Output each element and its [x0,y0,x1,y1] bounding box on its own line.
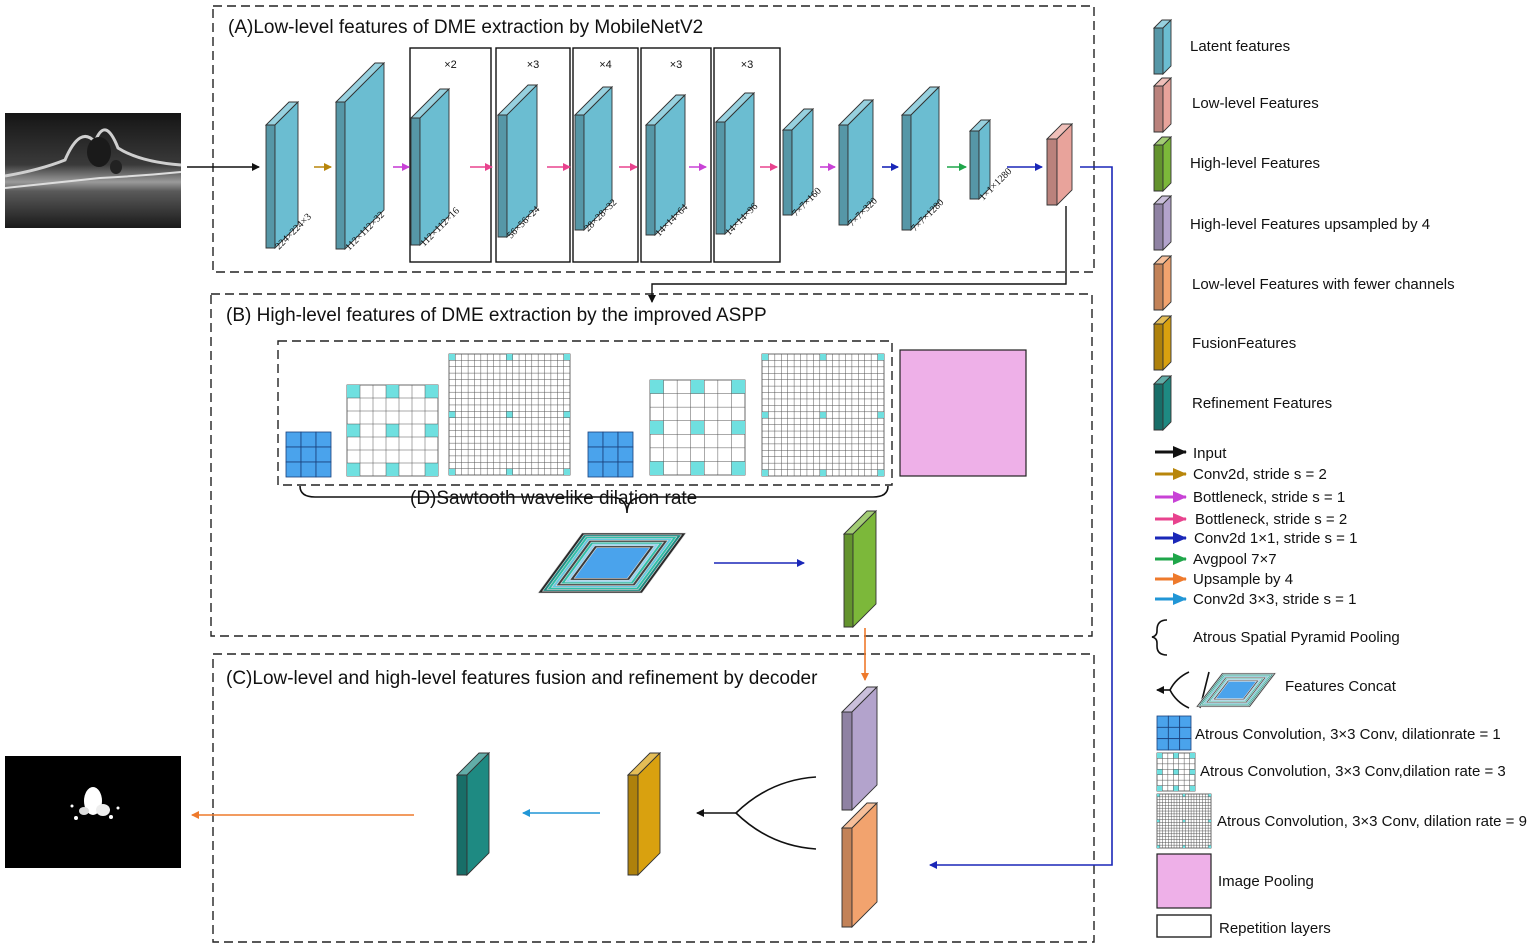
encoder-block-9 [837,98,875,227]
repetition-count: ×3 [670,59,683,71]
legend-low-label: Low-level Features [1192,95,1319,112]
legend-arrow-bottleneck-s2: Bottleneck, stride s = 2 [1195,511,1347,528]
legend-atrous9-swatch [1156,793,1212,849]
section-a-frame [212,5,1095,273]
legend-rep-label: Repetition layers [1219,920,1331,937]
section-c-frame [212,653,1095,943]
legend-latent-swatch [1152,18,1173,76]
legend-high-label: High-level Features [1190,155,1320,172]
legend-refine-swatch [1152,374,1173,432]
encoder-block-8 [781,107,815,217]
high-level-slab [842,509,878,629]
skip-connection-arrow [929,166,1113,869]
concat-brace [734,776,817,850]
encoder-block-2 [334,61,386,251]
legend-atrous1-swatch [1156,715,1192,751]
legend-arrow-conv1x1: Conv2d 1×1, stride s = 1 [1194,530,1357,547]
section-b-title: (B) High-level features of DME extractio… [226,305,767,326]
legend-concat-brace-icon [1169,671,1190,709]
legend-low_few-swatch [1152,254,1173,312]
refinement-block [455,751,491,877]
output-mask-image [5,756,181,868]
atrous-rate1-grid-2 [587,431,634,478]
legend-concat-label: Features Concat [1285,678,1397,695]
legend-high-up-label: High-level Features upsampled by 4 [1190,216,1430,233]
low-level-feature-block [1045,122,1074,207]
legend-latent-label: Latent features [1190,38,1290,55]
legend-high-swatch [1152,135,1173,193]
atrous-rate3-grid-2 [649,379,746,476]
legend: Latent features Low-level Features High-… [1151,18,1527,938]
input-oct-image [4,113,182,228]
encoder-block-1 [264,100,300,250]
legend-atrous3-label: Atrous Convolution, 3×3 Conv,dilation ra… [1200,763,1506,780]
repetition-count: ×2 [444,59,457,71]
legend-high_up-swatch [1152,194,1173,252]
low-to-aspp-connector [648,206,1067,303]
encoder-block-3 [409,87,451,247]
encoder-block-10 [900,85,941,232]
encoder-block-11 [968,118,992,201]
legend-arrow-bottleneck-s1: Bottleneck, stride s = 1 [1193,489,1345,506]
high-level-feature-block [842,509,878,629]
repetition-count: ×4 [599,59,612,71]
atrous-rate9-grid-2 [761,353,885,477]
legend-atrous1-label: Atrous Convolution, 3×3 Conv, dilationra… [1195,726,1501,743]
fusion-block [626,751,662,877]
repetition-count: ×3 [741,59,754,71]
legend-atrous3-swatch [1156,752,1196,792]
legend-arrow-upsample: Upsample by 4 [1193,571,1293,588]
legend-image-pool-swatch [1156,853,1212,909]
legend-aspp-brace-icon [1151,619,1168,656]
sawtooth-brace [299,485,889,514]
repetition-count: ×3 [527,59,540,71]
legend-aspp-label: Atrous Spatial Pyramid Pooling [1193,629,1400,646]
high-upsampled-block [840,685,879,812]
legend-fusion-label: FusionFeatures [1192,335,1296,352]
legend-atrous9-label: Atrous Convolution, 3×3 Conv, dilation r… [1217,813,1527,830]
encoder-block-6 [644,93,687,237]
legend-fusion-swatch [1152,314,1173,372]
low-fewer-channels-block [840,801,879,929]
aspp-grids [285,353,885,478]
legend-arrow-conv-s2: Conv2d, stride s = 2 [1193,466,1327,483]
legend-arrow-input: Input [1193,445,1227,462]
legend-repetition-swatch [1156,914,1212,938]
encoder-block-7 [714,91,756,236]
atrous-rate1-grid [285,431,332,478]
section-a-title: (A)Low-level features of DME extraction … [228,17,703,38]
legend-low-swatch [1152,76,1173,134]
atrous-rate3-grid [346,384,439,477]
legend-low-few-label: Low-level Features with fewer channels [1192,276,1455,293]
decoder-blocks [455,685,879,929]
low-level-slab [1045,122,1074,207]
legend-refine-label: Refinement Features [1192,395,1332,412]
legend-arrow-avgpool: Avgpool 7×7 [1193,551,1277,568]
concat-stack-icon [537,532,687,594]
atrous-rate9-grid [448,353,571,476]
legend-pool-label: Image Pooling [1218,873,1314,890]
section-c-title: (C)Low-level and high-level features fus… [226,668,818,689]
legend-arrow-conv3x3: Conv2d 3×3, stride s = 1 [1193,591,1356,608]
encoder-block-5 [573,85,614,232]
image-pooling-block [899,349,1027,477]
legend-concat-stack-icon [1195,672,1277,708]
aspp-frame [277,340,893,486]
encoder-block-4 [496,83,539,239]
section-d-title: (D)Sawtooth wavelike dilation rate [410,488,697,509]
